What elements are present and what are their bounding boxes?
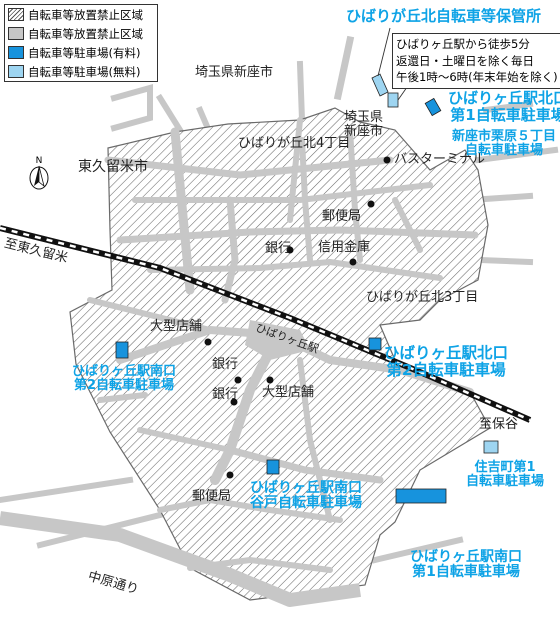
legend: 自転車等放置禁止区域 自転車等放置禁止区域 自転車等駐車場(有料) 自転車等駐車… <box>4 4 158 82</box>
area-label-kita4: ひばりが丘北4丁目 <box>238 136 351 151</box>
parking-lots <box>115 73 499 504</box>
label-post-office-north: 郵便局 <box>322 209 362 224</box>
legend-item-gray: 自転車等放置禁止区域 <box>5 24 157 43</box>
north-arrow-icon: N <box>24 154 54 190</box>
outer-roads <box>0 35 559 564</box>
place-dots <box>204 156 391 479</box>
parking-sumiyoshi-marker <box>483 440 499 454</box>
north-letter: N <box>36 156 43 166</box>
storage-title: ひばりが丘北自転車等保管所 <box>346 7 542 25</box>
label-bank-south-1: 銀行 <box>212 357 239 372</box>
label-shinkin: 信用金庫 <box>318 240 371 255</box>
parking-south2-marker <box>115 341 129 359</box>
parking-kurihara-marker <box>387 92 399 108</box>
label-parking-south1: ひばりヶ丘駅南口 第1自転車駐車場 <box>410 549 522 581</box>
label-bank-south-2: 銀行 <box>212 387 239 402</box>
gray-swatch-icon <box>8 27 24 40</box>
legend-item-paid: 自転車等駐車場(有料) <box>5 43 157 62</box>
area-label-kita3: ひばりが丘北3丁目 <box>366 290 479 305</box>
label-parking-kurihara: 新座市栗原５丁目 自転車駐車場 <box>452 129 557 159</box>
label-post-office-south: 郵便局 <box>192 489 232 504</box>
storage-site-marker <box>371 73 389 97</box>
nakahara-road <box>0 511 361 607</box>
area-label-saitama: 埼玉県新座市 <box>195 65 274 80</box>
label-to-hoya: 至保谷 <box>479 417 519 432</box>
label-dept-store-1: 大型店舗 <box>150 319 203 334</box>
parking-north1-marker <box>424 97 442 117</box>
label-parking-north2: ひばりヶ丘駅北口 第2自転車駐車場 <box>384 344 509 380</box>
parking-yato-marker <box>266 459 280 475</box>
label-bus-terminal: バスターミナル <box>394 152 486 167</box>
label-parking-north1: ひばりヶ丘駅北口 第1自転車駐車場 <box>448 89 560 124</box>
free-swatch-icon <box>8 65 24 78</box>
hatch-swatch-icon <box>8 8 24 21</box>
area-label-niiza-station: 埼玉県 新座市 <box>344 110 384 140</box>
area-label-higashikurume: 東久留米市 <box>78 159 148 175</box>
label-parking-yato: ひばりヶ丘駅南口 谷戸自転車駐車場 <box>250 480 362 512</box>
label-bank-north: 銀行 <box>265 241 292 256</box>
label-parking-south2: ひばりヶ丘駅南口 第2自転車駐車場 <box>72 364 177 394</box>
label-parking-sumiyoshi: 住吉町第1 自転車駐車場 <box>466 460 545 490</box>
legend-item-free: 自転車等駐車場(無料) <box>5 62 157 81</box>
parking-south1-marker <box>395 488 447 504</box>
paid-swatch-icon <box>8 46 24 59</box>
legend-item-hatch: 自転車等放置禁止区域 <box>5 5 157 24</box>
station-plaza <box>245 320 310 360</box>
railway <box>0 225 532 423</box>
storage-info-box: ひばりヶ丘駅から徒歩5分 返還日・土曜日を除く毎日 午後1時～6時(年末年始を除… <box>392 33 560 90</box>
label-dept-store-2: 大型店舗 <box>262 385 315 400</box>
parking-north2-marker <box>368 337 382 351</box>
